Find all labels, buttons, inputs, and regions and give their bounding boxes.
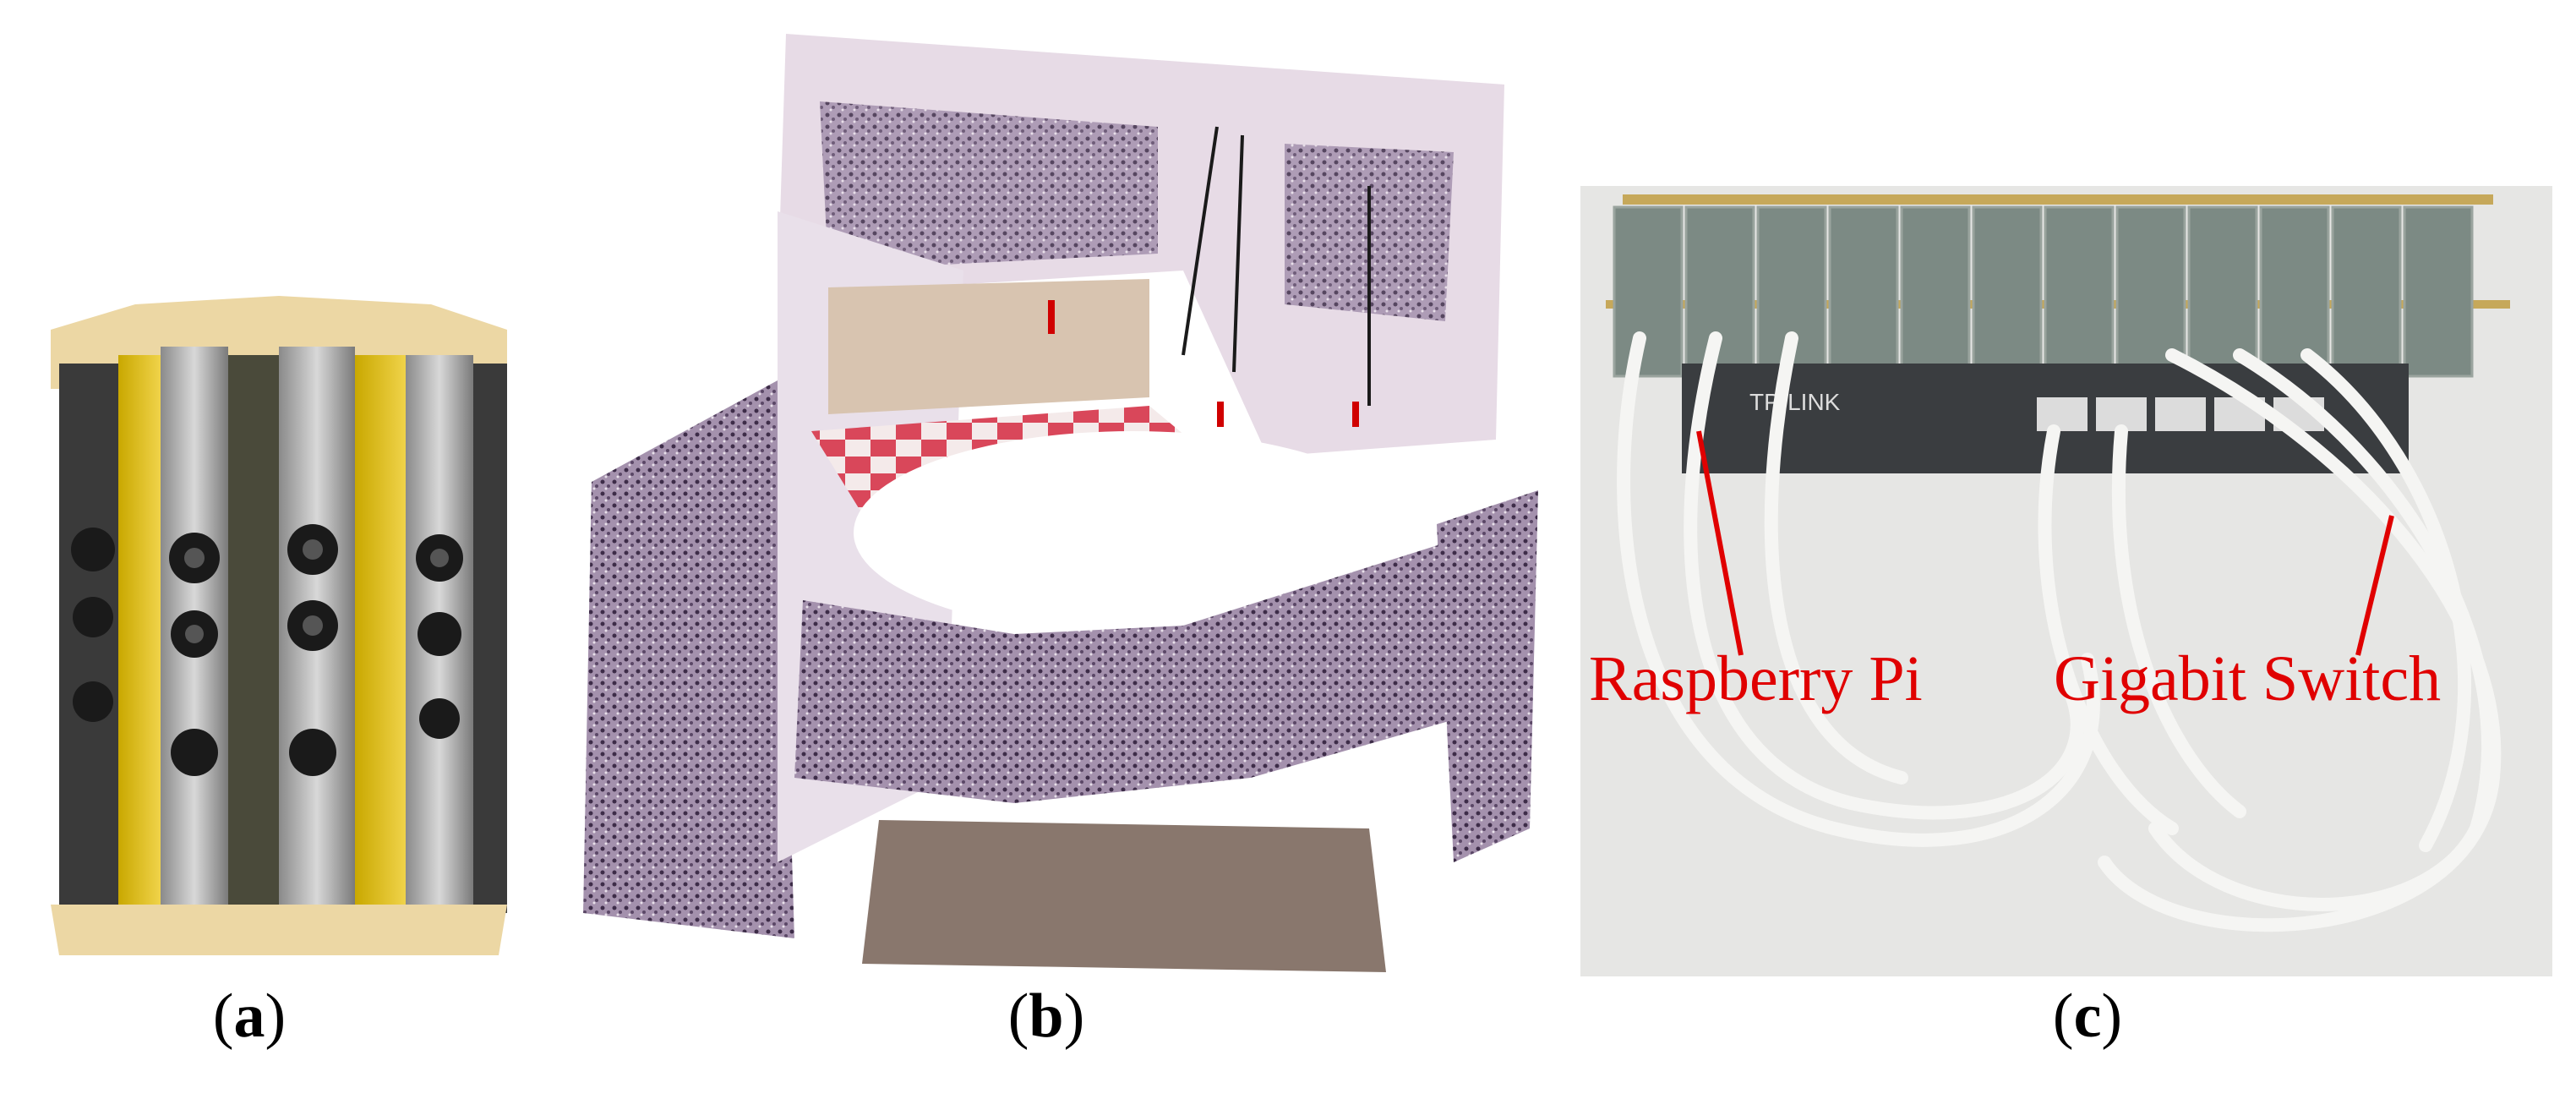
caption-b-letter: b [1029, 981, 1064, 1051]
caption-b: (b) [1007, 981, 1085, 1051]
switch-brand-label: TP-LINK [1749, 389, 1841, 415]
point-cloud-render [541, 17, 1538, 989]
gigabit-switch-label: Gigabit Switch [2054, 643, 2442, 714]
raspberry-pi-label: Raspberry Pi [1589, 643, 1923, 714]
caption-c: (c) [2052, 981, 2123, 1051]
raspberry-pi-cluster-photo: TP-LINK [1580, 186, 2552, 976]
caption-a-letter: a [233, 981, 265, 1051]
caption-a: (a) [212, 981, 287, 1051]
camera-rig-photo [34, 279, 524, 972]
caption-c-letter: c [2073, 981, 2102, 1051]
